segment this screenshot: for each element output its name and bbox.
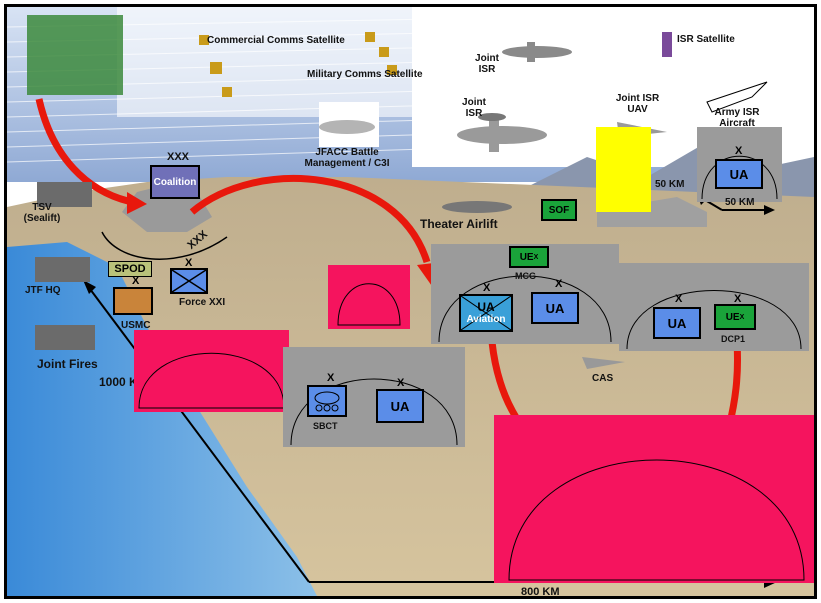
range-arrowhead-up bbox=[83, 280, 96, 294]
dome-outline bbox=[626, 290, 802, 350]
dome-outline bbox=[138, 352, 285, 409]
coalition-arc bbox=[101, 231, 228, 260]
aviation-echelon: X bbox=[483, 282, 491, 294]
isr-satellite-label: ISR Satellite bbox=[677, 34, 735, 45]
coalition-echelon: XXX bbox=[167, 151, 190, 163]
tsv-ship-icon bbox=[37, 182, 92, 207]
jtf-ship-icon bbox=[35, 257, 90, 282]
sbct-echelon: X bbox=[327, 372, 335, 384]
ua-echelon: X bbox=[555, 278, 563, 290]
slide-frame: Commercial Comms Satellite Military Comm… bbox=[4, 4, 817, 599]
sbct-unit bbox=[307, 385, 347, 417]
ua-unit: UA bbox=[715, 159, 763, 189]
joint-isr-label-1: Joint ISR bbox=[475, 53, 499, 75]
range-800-label: 800 KM bbox=[521, 586, 560, 598]
isr-satellite-icon bbox=[662, 32, 672, 57]
commercial-satellite-icon bbox=[199, 35, 232, 97]
dcp1-echelon: X bbox=[734, 293, 742, 305]
ua-unit: UA bbox=[531, 292, 579, 324]
ua-aviation-text-1: UA bbox=[477, 300, 495, 314]
dome-outline bbox=[290, 378, 458, 446]
km50-arrowhead bbox=[764, 205, 775, 215]
spod-box: SPOD bbox=[108, 261, 152, 277]
sof-unit: SOF bbox=[541, 199, 577, 221]
ua-aviation-unit: UA Aviation bbox=[459, 294, 513, 332]
theater-airlift-icon bbox=[442, 201, 512, 213]
sbct-label: SBCT bbox=[313, 421, 338, 431]
joint-isr-label-2: Joint ISR bbox=[462, 97, 486, 119]
military-satellite-label: Military Comms Satellite bbox=[307, 69, 423, 80]
sbct-panel: X SBCT X UA bbox=[283, 347, 465, 447]
dome-outline bbox=[508, 459, 805, 581]
ue-subscript: X bbox=[739, 313, 745, 321]
stryker-icon bbox=[314, 391, 340, 412]
km50-label-b: 50 KM bbox=[725, 197, 755, 208]
usmc-echelon: X bbox=[132, 275, 140, 287]
commercial-satellite-label: Commercial Comms Satellite bbox=[207, 35, 345, 46]
dome-outline bbox=[701, 155, 778, 200]
km50-label-a: 50 KM bbox=[655, 179, 685, 190]
joint-fires-label: Joint Fires bbox=[37, 357, 98, 371]
aviation-bowtie-icon bbox=[461, 296, 511, 330]
white-header-left bbox=[117, 7, 417, 117]
ue-text: UE bbox=[519, 251, 534, 263]
joint-fires-ship-icon bbox=[35, 325, 95, 350]
usa-map bbox=[27, 15, 123, 95]
range-1000-label: 1000 K bbox=[99, 375, 138, 389]
coalition-unit: Coalition bbox=[150, 165, 200, 199]
dome-outline bbox=[438, 275, 612, 343]
joint-isr-plane-2-icon bbox=[457, 113, 547, 152]
ue-subscript: X bbox=[533, 253, 539, 261]
force-xxi-label: Force XXI bbox=[179, 297, 226, 308]
ua-unit: UA bbox=[376, 389, 424, 423]
jtf-hq-label: JTF HQ bbox=[25, 285, 61, 296]
range-line-diagonal bbox=[86, 284, 310, 583]
jfacc-plane-icon bbox=[319, 102, 379, 147]
infantry-cross-icon bbox=[171, 269, 207, 293]
tsv-label: TSV (Sealift) bbox=[23, 202, 61, 224]
usmc-label: USMC bbox=[121, 320, 151, 331]
ue-text: UE bbox=[725, 311, 740, 323]
cas-label: CAS bbox=[592, 373, 614, 384]
mcg-label: MCG bbox=[515, 271, 536, 281]
army-isr-aircraft-icon bbox=[706, 81, 768, 113]
echelon-x: X bbox=[735, 145, 743, 157]
ua-echelon: X bbox=[675, 293, 683, 305]
red-arrow-usa bbox=[35, 98, 133, 206]
force-xxi-unit bbox=[170, 268, 208, 294]
magenta-dome-large bbox=[494, 415, 814, 583]
joint-isr-plane-1-icon bbox=[502, 42, 572, 62]
red-arrow-coalition bbox=[189, 175, 431, 264]
force-xxi-echelon: X bbox=[185, 257, 193, 269]
dome-outline bbox=[337, 283, 401, 326]
usmc-unit bbox=[113, 287, 153, 315]
cas-jet-icon bbox=[582, 357, 625, 369]
ua-panel-top-right: X UA bbox=[697, 127, 782, 202]
theater-airlift-label: Theater Airlift bbox=[420, 217, 498, 231]
ua-aviation-text-2: Aviation bbox=[466, 314, 506, 325]
military-satellite-icon bbox=[365, 32, 397, 75]
yellow-highlight bbox=[596, 127, 651, 212]
magenta-dome-left bbox=[134, 330, 289, 412]
red-arrowhead-usa bbox=[127, 192, 147, 214]
dcp1-label: DCP1 bbox=[721, 334, 746, 344]
army-isr-aircraft-label: Army ISR Aircraft bbox=[714, 107, 760, 129]
ua-echelon: X bbox=[397, 377, 405, 389]
joint-isr-uav-label: Joint ISR UAV bbox=[615, 93, 660, 115]
magenta-dome-small bbox=[328, 265, 410, 329]
jfacc-label: JFACC Battle Management / C3I bbox=[304, 147, 390, 169]
ua-unit: UA bbox=[653, 307, 701, 339]
